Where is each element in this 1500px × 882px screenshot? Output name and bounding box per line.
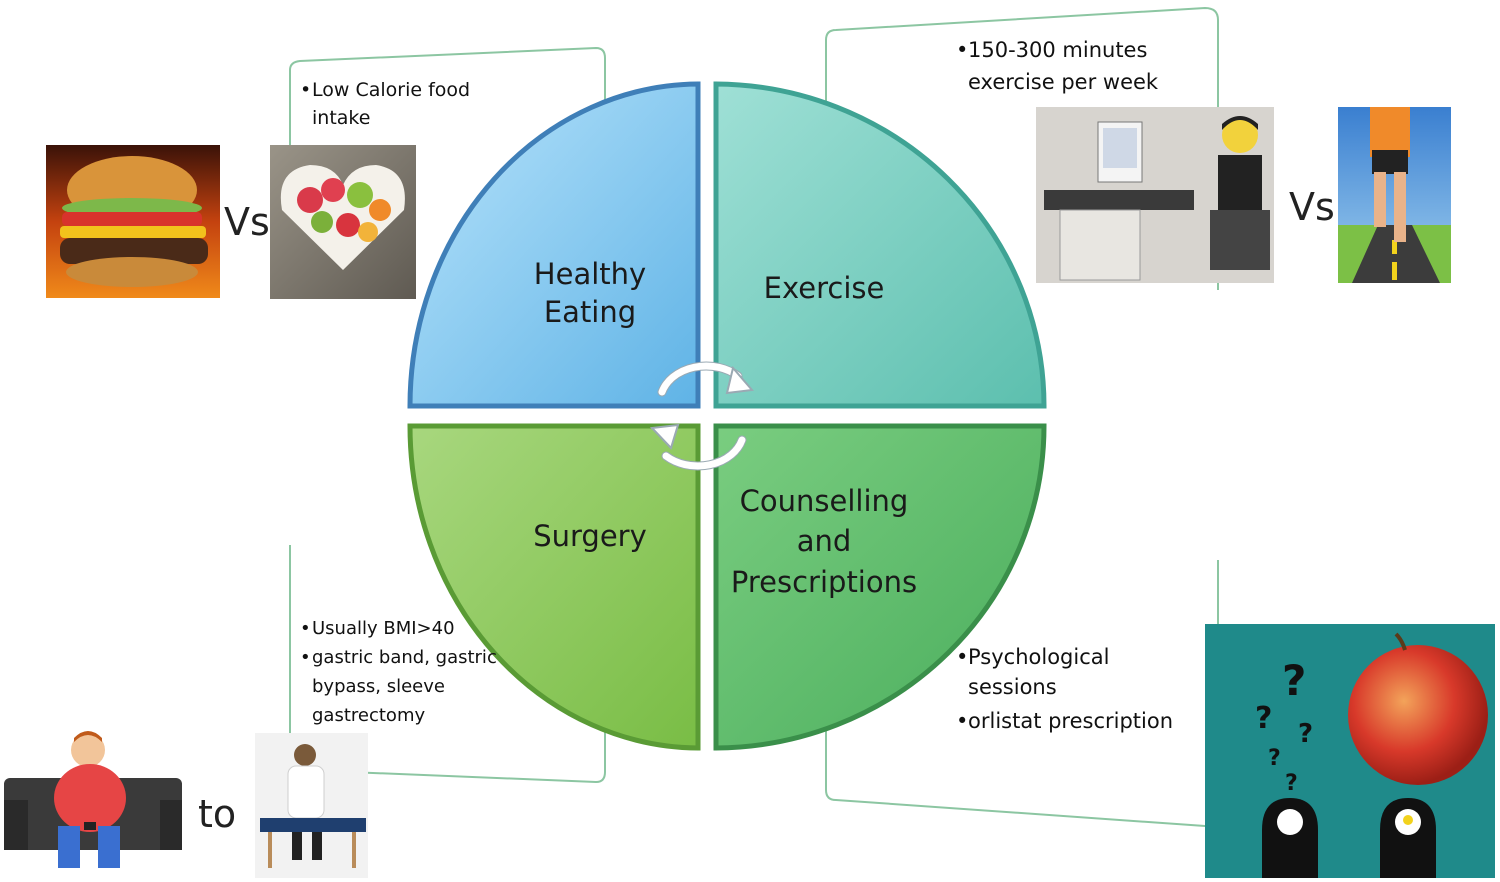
quadrant-label-healthy-line1: Healthy — [534, 257, 646, 291]
callout-counselling: Psychological sessions orlistat prescrip… — [956, 642, 1201, 736]
quadrant-label-counselling-line3: Prescriptions — [731, 565, 917, 599]
callout-surgery: Usually BMI>40 gastric band, gastric byp… — [300, 614, 500, 730]
callout-item: gastric band, gastric bypass, sleeve gas… — [300, 643, 500, 730]
quadrant-label-counselling-line2: and — [797, 524, 852, 558]
burger-image — [46, 145, 220, 298]
food-vs-label: Vs — [224, 200, 270, 244]
quadrant-exercise — [713, 81, 1047, 409]
seated-man-image — [255, 733, 368, 878]
quadrant-label-exercise: Exercise — [764, 271, 885, 305]
callout-item: 150-300 minutes exercise per week — [956, 34, 1186, 98]
surgery-to-label: to — [198, 792, 237, 836]
quadrant-healthy-eating — [407, 81, 701, 409]
callout-item: Psychological sessions — [956, 642, 1201, 702]
cycle-arrows-icon — [649, 361, 754, 471]
office-worker-image — [1036, 107, 1274, 283]
callout-healthy-eating: Low Calorie food intake — [300, 76, 480, 132]
callout-item: Low Calorie food intake — [300, 76, 480, 132]
callout-item: Usually BMI>40 — [300, 614, 500, 643]
fruit-bowl-image — [270, 145, 416, 299]
quadrant-label-counselling-line1: Counselling — [740, 484, 909, 518]
callout-exercise: 150-300 minutes exercise per week — [956, 34, 1186, 98]
couch-man-image — [4, 731, 182, 868]
runner-image — [1338, 107, 1451, 283]
svg-text:?: ? — [1298, 719, 1313, 749]
svg-text:?: ? — [1282, 656, 1306, 705]
svg-text:?: ? — [1285, 771, 1298, 796]
quadrant-label-surgery: Surgery — [533, 519, 647, 553]
svg-text:?: ? — [1255, 701, 1272, 736]
callout-item: orlistat prescription — [956, 706, 1201, 736]
quadrant-counselling — [713, 423, 1047, 751]
svg-text:?: ? — [1268, 746, 1281, 771]
exercise-vs-label: Vs — [1289, 185, 1335, 229]
question-heads-apple-image: ? ? ? ? ? — [1205, 624, 1495, 878]
quadrant-label-healthy-line2: Eating — [544, 295, 636, 329]
